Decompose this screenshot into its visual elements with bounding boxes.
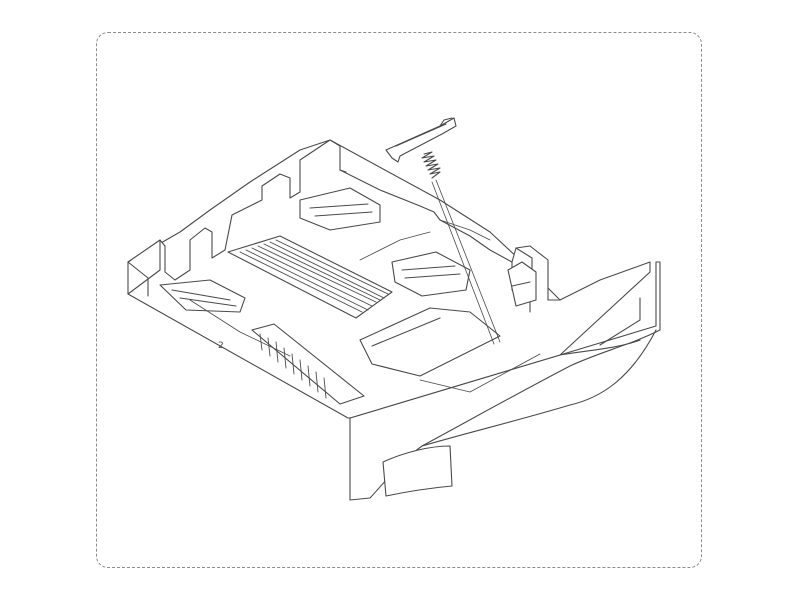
tray-floor	[127, 139, 651, 419]
right-paper-guide	[391, 251, 471, 297]
tray-marking-label: 2	[218, 341, 224, 351]
pickup-plate	[359, 307, 501, 377]
callout-leader-line	[435, 179, 501, 343]
pickup-pad-holder	[385, 117, 457, 163]
rear-end-stopper	[251, 323, 365, 405]
lift-plate-ribs	[227, 235, 393, 319]
rear-paper-guide	[299, 187, 381, 231]
tray-handle-recess	[382, 445, 453, 497]
pickup-spring	[421, 151, 441, 179]
tray-left-wall	[127, 139, 347, 281]
tray-back-wall	[339, 169, 561, 301]
paper-tray: 2	[127, 139, 661, 501]
dashed-border-frame	[96, 32, 702, 568]
